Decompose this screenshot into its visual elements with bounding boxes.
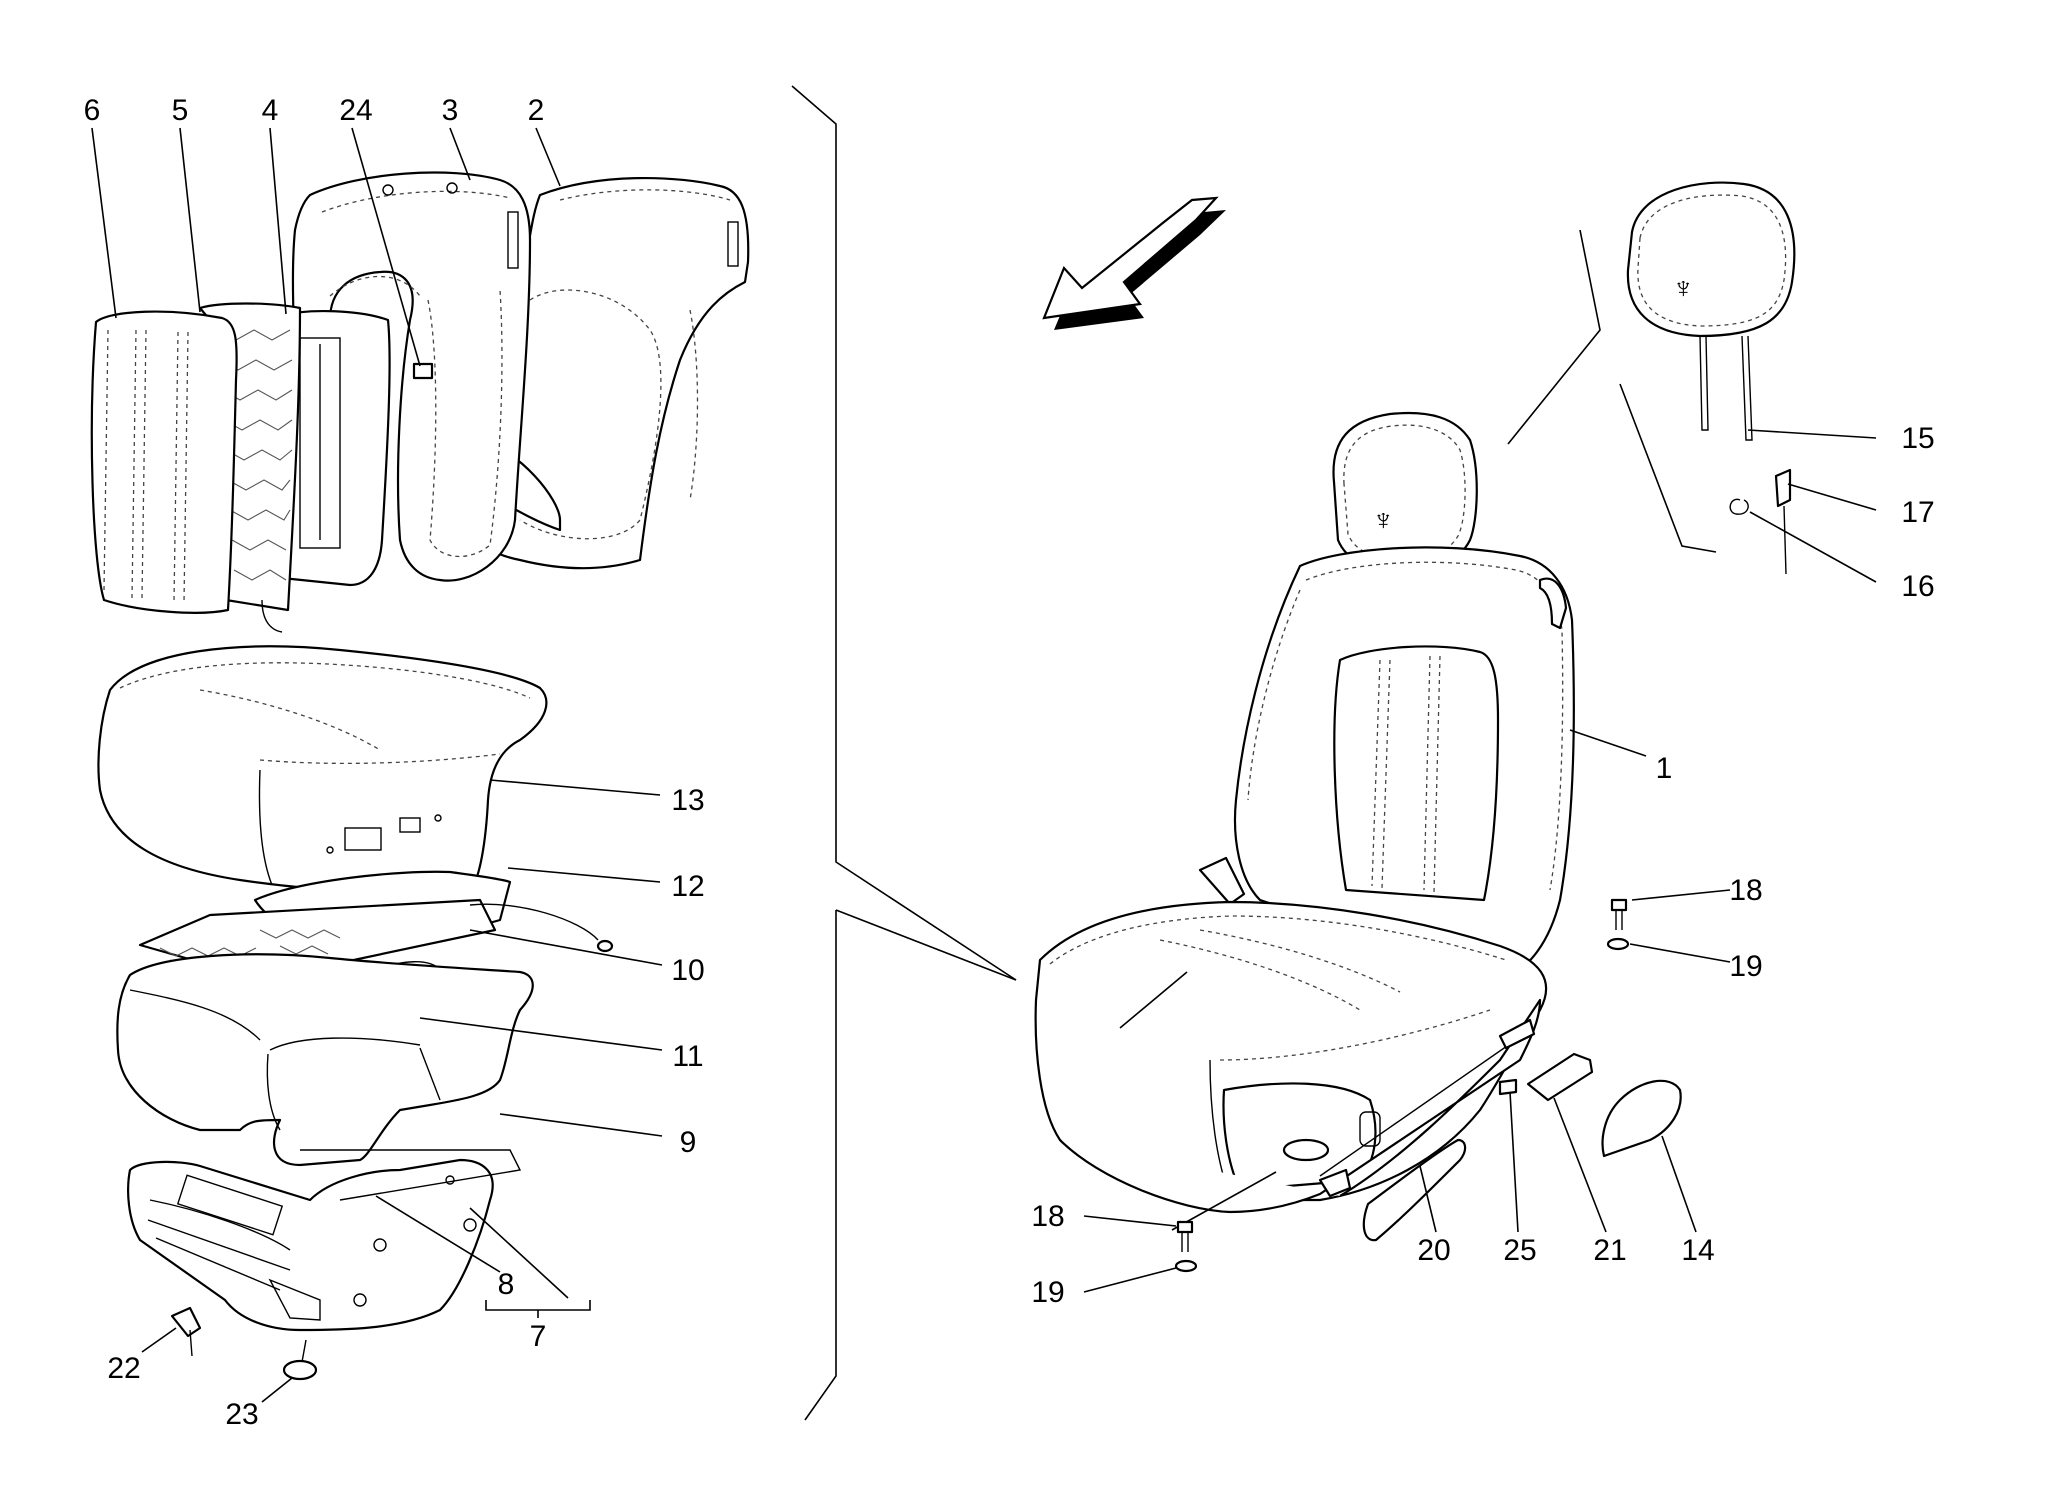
direction-arrow (1042, 196, 1226, 330)
headrest-exploded: ♆ (1507, 181, 1796, 575)
bolt-part-18-front (1176, 1220, 1194, 1252)
callout-6: 6 (84, 94, 101, 127)
callout-4: 4 (262, 94, 279, 127)
callout-25: 25 (1503, 1234, 1536, 1267)
callout-5: 5 (172, 94, 189, 127)
callout-11: 11 (672, 1040, 703, 1073)
washer-part-19-rear (1606, 937, 1630, 951)
bracket-part-22 (170, 1306, 202, 1357)
callout-10: 10 (671, 954, 704, 987)
callout-9: 9 (680, 1126, 697, 1159)
backrest-padding (276, 310, 391, 587)
front-rail-trim (1362, 1138, 1467, 1242)
callout-13: 13 (671, 784, 704, 817)
callout-19-front: 19 (1031, 1276, 1064, 1309)
seat-cushion-cover (97, 645, 548, 894)
seat-base-frame (127, 1149, 522, 1332)
callout-20: 20 (1417, 1234, 1450, 1267)
washer-part-25 (1498, 1078, 1518, 1096)
callout-labels: 6 5 4 24 3 2 13 12 10 11 9 8 7 22 23 15 … (84, 94, 1935, 1431)
trident-logo: ♆ (1672, 272, 1695, 305)
callout-24: 24 (339, 94, 372, 127)
callout-2: 2 (528, 94, 545, 127)
callout-18-rear: 18 (1729, 874, 1762, 907)
rear-rail-trim (1526, 1052, 1594, 1102)
callout-19-rear: 19 (1729, 950, 1762, 983)
clip-part-24 (412, 362, 434, 380)
washer-part-19-front (1174, 1259, 1198, 1273)
trident-logo-seat: ♆ (1372, 504, 1395, 537)
backrest-upholstery (90, 310, 238, 614)
seat-frame-shell (116, 953, 534, 1167)
callout-21: 21 (1593, 1234, 1626, 1267)
callout-22: 22 (107, 1352, 140, 1385)
knob-part-23 (282, 1339, 318, 1381)
callout-12: 12 (671, 870, 704, 903)
callout-14: 14 (1681, 1234, 1714, 1267)
callout-1: 1 (1656, 752, 1673, 785)
backrest-cover-frame (291, 171, 532, 582)
callout-17: 17 (1901, 496, 1934, 529)
callout-7: 7 (530, 1320, 547, 1353)
bolt-part-18-rear (1610, 898, 1628, 930)
callout-8: 8 (498, 1268, 515, 1301)
callout-3: 3 (442, 94, 459, 127)
assembled-seat: ♆ (1034, 411, 1575, 1231)
callout-15: 15 (1901, 422, 1934, 455)
leader-lines (91, 127, 1877, 1403)
view-divider (791, 85, 1017, 1421)
callout-18-front: 18 (1031, 1200, 1064, 1233)
seat-side-trim (1601, 1079, 1682, 1158)
callout-16: 16 (1901, 570, 1934, 603)
callout-23: 23 (225, 1398, 258, 1431)
